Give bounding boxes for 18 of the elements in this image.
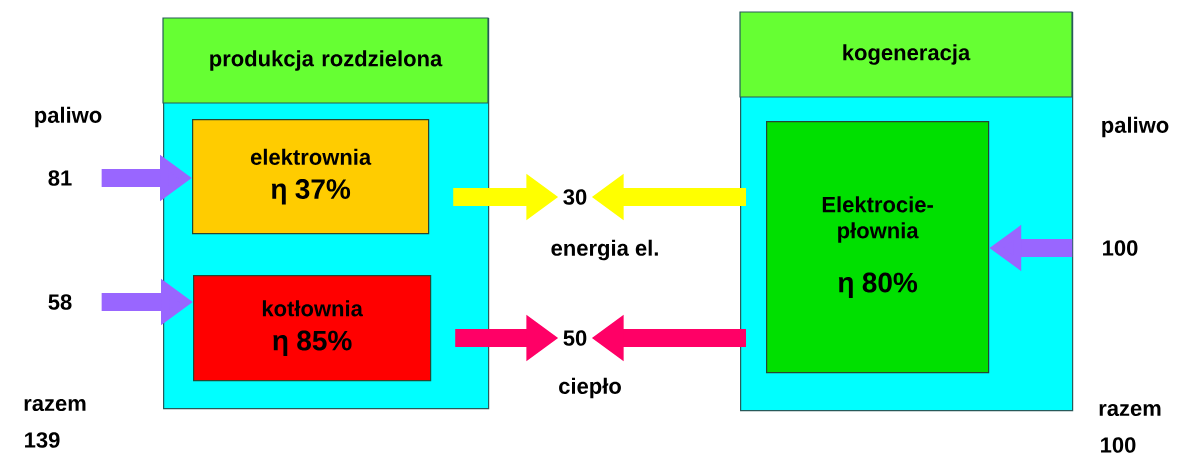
header-band: kogeneracja [739, 11, 1073, 98]
text-label: 100 [1101, 437, 1136, 453]
value-label: 30 [563, 189, 587, 205]
value-label: 100 [1103, 240, 1138, 256]
value-label: 58 [48, 294, 72, 310]
text-label: razem [1099, 403, 1161, 417]
text-label: 139 [25, 432, 60, 448]
process-box: Elektrocie- płownia η 80% [766, 121, 990, 374]
text-label: ciepło [559, 377, 621, 399]
text-label: razem [24, 398, 86, 412]
process-box: elektrownia η 37% [192, 119, 430, 235]
value-label: 81 [48, 170, 72, 186]
value-label: 50 [563, 330, 587, 346]
text-label: paliwo [1102, 116, 1169, 138]
header-band: produkcja rozdzielona [162, 17, 489, 104]
text-label: energia el. [551, 239, 658, 261]
process-box: kotłownia η 85% [193, 275, 432, 382]
text-label: paliwo [35, 106, 102, 128]
